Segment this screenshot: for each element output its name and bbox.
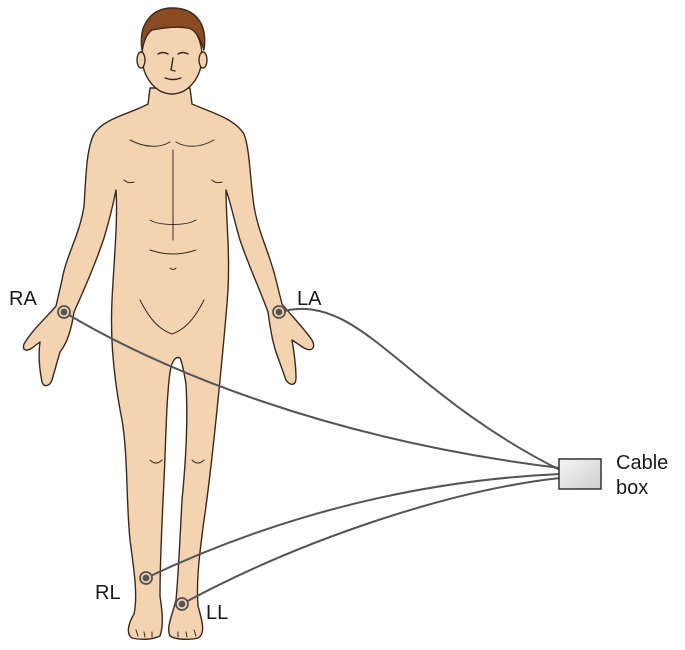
label-cable-line2: box	[616, 476, 668, 501]
label-cable-box: Cable box	[616, 451, 668, 501]
label-ll: LL	[206, 601, 228, 625]
body-silhouette	[23, 88, 313, 639]
label-la: LA	[297, 287, 321, 311]
cable-box	[559, 459, 601, 489]
electrode-ra	[58, 306, 70, 318]
wire-la	[280, 309, 560, 470]
human-figure	[23, 8, 313, 639]
label-cable-line1: Cable	[616, 451, 668, 476]
electrode-ll	[176, 598, 188, 610]
left-ear	[137, 52, 145, 68]
right-ear	[199, 52, 207, 68]
label-rl: RL	[95, 581, 121, 605]
wire-ll	[182, 478, 560, 604]
label-ra: RA	[9, 287, 37, 311]
electrode-rl	[140, 572, 152, 584]
electrode-la	[273, 306, 285, 318]
